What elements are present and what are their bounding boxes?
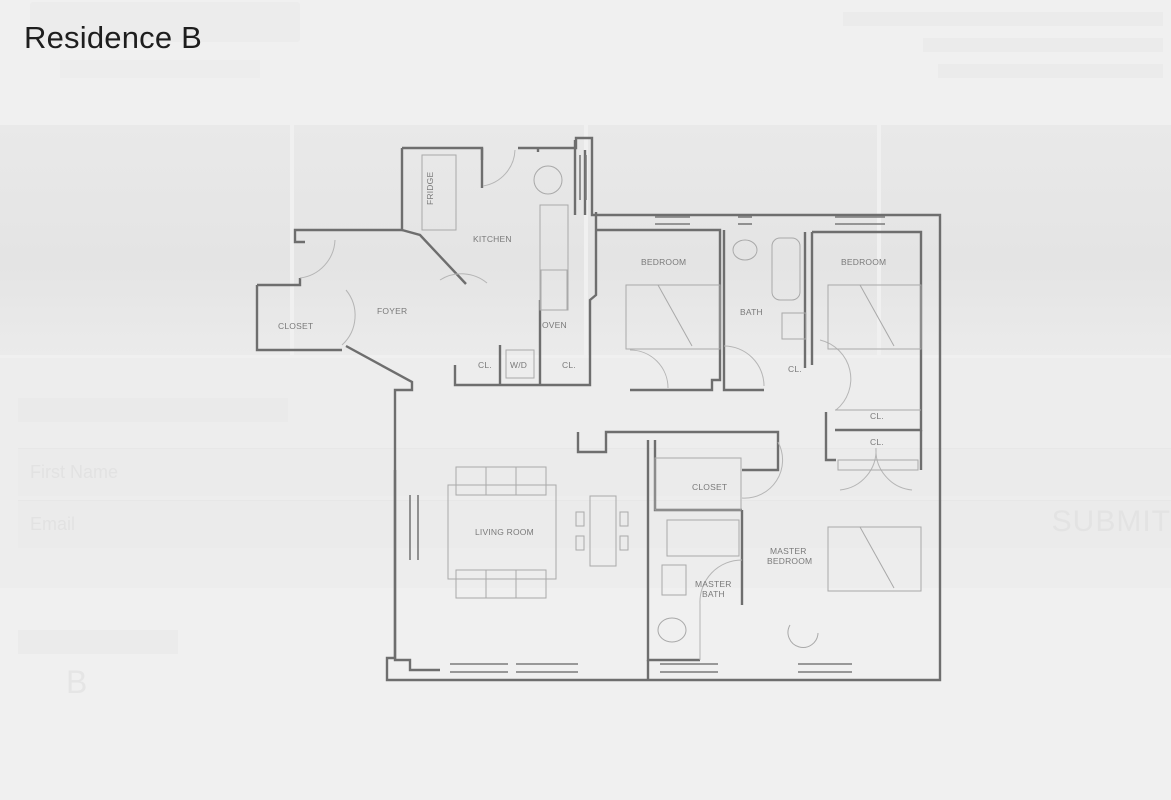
label-bedroom-2: BEDROOM bbox=[841, 257, 886, 267]
bg-logo bbox=[30, 2, 300, 42]
bg-form-title bbox=[18, 398, 288, 422]
lightbox-title: Residence B bbox=[24, 20, 202, 55]
bg-contact-line bbox=[843, 12, 1163, 26]
floor-plan-image[interactable]: CLOSET FOYER KITCHEN FRIDGE OVEN CL. W/D… bbox=[250, 130, 950, 690]
label-bedroom-1: BEDROOM bbox=[641, 257, 686, 267]
label-oven: OVEN bbox=[542, 320, 567, 330]
bg-section-letter: B bbox=[66, 664, 88, 700]
label-closet-master: CLOSET bbox=[692, 482, 727, 492]
bg-field-label: Email bbox=[30, 514, 76, 534]
bg-submit-button: SUBMIT bbox=[1051, 505, 1171, 538]
label-closet-4: CL. bbox=[870, 411, 884, 421]
bg-hero-image bbox=[0, 125, 290, 355]
label-foyer: FOYER bbox=[377, 306, 407, 316]
bg-logo-tagline bbox=[60, 60, 260, 78]
label-closet-entry: CLOSET bbox=[278, 321, 313, 331]
bg-hero-gallery bbox=[0, 125, 1171, 355]
label-master-bedroom: MASTER bbox=[770, 546, 807, 556]
label-closet-3: CL. bbox=[788, 364, 802, 374]
bg-field-label: First Name bbox=[30, 462, 119, 482]
bg-field-first-name bbox=[18, 448, 1171, 496]
label-master-bath-2: BATH bbox=[702, 589, 725, 599]
label-kitchen: KITCHEN bbox=[473, 234, 512, 244]
label-washer-dryer: W/D bbox=[510, 360, 527, 370]
label-master-bath: MASTER bbox=[695, 579, 732, 589]
label-closet-2: CL. bbox=[562, 360, 576, 370]
label-living-room: LIVING ROOM bbox=[475, 527, 534, 537]
bg-contact-line bbox=[938, 64, 1163, 78]
label-closet-1: CL. bbox=[478, 360, 492, 370]
bg-hero-image bbox=[881, 125, 1171, 355]
bg-hero-image bbox=[587, 125, 878, 355]
label-closet-5: CL. bbox=[870, 437, 884, 447]
label-master-bedroom-2: BEDROOM bbox=[767, 556, 812, 566]
bg-hero-image bbox=[293, 125, 584, 355]
bg-field-email bbox=[18, 500, 1171, 548]
bg-section-title bbox=[18, 630, 178, 654]
bg-contact-line bbox=[923, 38, 1163, 52]
label-fridge: FRIDGE bbox=[425, 172, 435, 205]
floor-plan-drawing: CLOSET FOYER KITCHEN FRIDGE OVEN CL. W/D… bbox=[255, 136, 942, 682]
label-bath: BATH bbox=[740, 307, 763, 317]
